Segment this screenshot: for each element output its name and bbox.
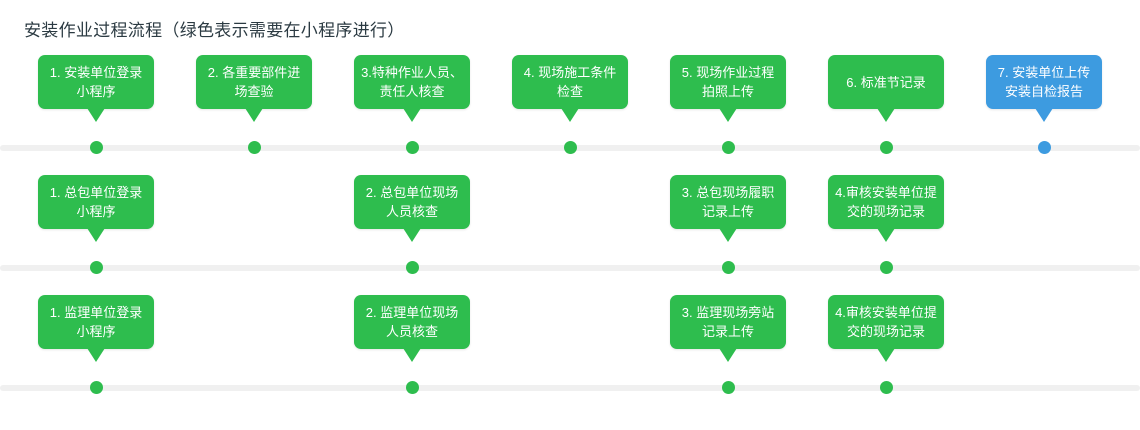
timeline-dot	[90, 381, 103, 394]
flow-node[interactable]: 3. 监理现场旁站记录上传	[653, 295, 803, 405]
flow-step-label: 2. 各重要部件进场查验	[207, 65, 301, 99]
flow-step-label: 6. 标准节记录	[846, 74, 926, 90]
flow-node[interactable]: 1. 安装单位登录小程序	[21, 55, 171, 165]
timeline-dot	[406, 261, 419, 274]
flow-step-bubble[interactable]: 4.审核安装单位提交的现场记录	[828, 175, 944, 242]
timeline-dot	[1038, 141, 1051, 154]
timeline-dot	[564, 141, 577, 154]
timeline-bar	[0, 385, 1140, 391]
flow-step-bubble[interactable]: 4.审核安装单位提交的现场记录	[828, 295, 944, 362]
flow-node[interactable]: 6. 标准节记录	[811, 55, 961, 165]
timeline-dot	[722, 261, 735, 274]
flow-step-bubble[interactable]: 2. 总包单位现场人员核查	[354, 175, 470, 242]
flow-step-bubble[interactable]: 4. 现场施工条件检查	[512, 55, 628, 122]
flow-node[interactable]: 2. 总包单位现场人员核查	[337, 175, 487, 285]
flow-node[interactable]: 3.特种作业人员、责任人核查	[337, 55, 487, 165]
flow-node[interactable]: 7. 安装单位上传安装自检报告	[969, 55, 1119, 165]
timeline-dot	[248, 141, 261, 154]
flow-row-supervision-unit-row: 1. 监理单位登录小程序 2. 监理单位现场人员核查 3. 监理现场旁站记录上传 4.…	[0, 295, 1140, 405]
flow-step-label: 3.特种作业人员、责任人核查	[361, 65, 463, 99]
timeline-dot	[880, 381, 893, 394]
flow-step-bubble[interactable]: 1. 总包单位登录小程序	[38, 175, 154, 242]
flow-node[interactable]: 4.审核安装单位提交的现场记录	[811, 295, 961, 405]
flow-step-label: 5. 现场作业过程拍照上传	[681, 65, 775, 99]
flow-node[interactable]: 3. 总包现场履职记录上传	[653, 175, 803, 285]
flow-node[interactable]: 4.审核安装单位提交的现场记录	[811, 175, 961, 285]
flow-step-bubble[interactable]: 5. 现场作业过程拍照上传	[670, 55, 786, 122]
flow-step-label: 3. 总包现场履职记录上传	[681, 185, 775, 219]
timeline-dot	[722, 381, 735, 394]
timeline-dot	[880, 141, 893, 154]
flow-step-bubble[interactable]: 1. 监理单位登录小程序	[38, 295, 154, 362]
timeline-dot	[406, 141, 419, 154]
flow-step-bubble[interactable]: 3. 总包现场履职记录上传	[670, 175, 786, 242]
flow-step-label: 1. 监理单位登录小程序	[49, 305, 143, 339]
flow-node[interactable]: 2. 各重要部件进场查验	[179, 55, 329, 165]
flow-step-label: 4. 现场施工条件检查	[523, 65, 617, 99]
flow-step-bubble[interactable]: 7. 安装单位上传安装自检报告	[986, 55, 1102, 122]
flow-step-label: 3. 监理现场旁站记录上传	[681, 305, 775, 339]
flow-step-bubble[interactable]: 2. 监理单位现场人员核查	[354, 295, 470, 362]
flow-step-label: 1. 安装单位登录小程序	[49, 65, 143, 99]
flow-step-label: 7. 安装单位上传安装自检报告	[997, 65, 1091, 99]
flow-step-bubble[interactable]: 3. 监理现场旁站记录上传	[670, 295, 786, 362]
timeline-dot	[722, 141, 735, 154]
timeline-dot	[90, 141, 103, 154]
flow-node[interactable]: 4. 现场施工条件检查	[495, 55, 645, 165]
page-title: 安装作业过程流程（绿色表示需要在小程序进行）	[24, 21, 405, 40]
flow-node[interactable]: 1. 监理单位登录小程序	[21, 295, 171, 405]
timeline-dot	[406, 381, 419, 394]
timeline-bar	[0, 265, 1140, 271]
flow-row-general-contractor-row: 1. 总包单位登录小程序 2. 总包单位现场人员核查 3. 总包现场履职记录上传 4.…	[0, 175, 1140, 285]
flow-step-bubble[interactable]: 2. 各重要部件进场查验	[196, 55, 312, 122]
flow-node[interactable]: 5. 现场作业过程拍照上传	[653, 55, 803, 165]
timeline-dot	[880, 261, 893, 274]
flow-node[interactable]: 2. 监理单位现场人员核查	[337, 295, 487, 405]
timeline-dot	[90, 261, 103, 274]
flow-step-label: 4.审核安装单位提交的现场记录	[835, 185, 937, 219]
flow-step-label: 2. 总包单位现场人员核查	[365, 185, 459, 219]
flow-step-bubble[interactable]: 3.特种作业人员、责任人核查	[354, 55, 470, 122]
flow-step-bubble[interactable]: 6. 标准节记录	[828, 55, 944, 122]
flow-step-label: 4.审核安装单位提交的现场记录	[835, 305, 937, 339]
flow-node[interactable]: 1. 总包单位登录小程序	[21, 175, 171, 285]
flow-step-label: 1. 总包单位登录小程序	[49, 185, 143, 219]
flow-row-installation-unit-row: 1. 安装单位登录小程序 2. 各重要部件进场查验 3.特种作业人员、责任人核查 4.…	[0, 55, 1140, 165]
flow-step-bubble[interactable]: 1. 安装单位登录小程序	[38, 55, 154, 122]
flow-step-label: 2. 监理单位现场人员核查	[365, 305, 459, 339]
